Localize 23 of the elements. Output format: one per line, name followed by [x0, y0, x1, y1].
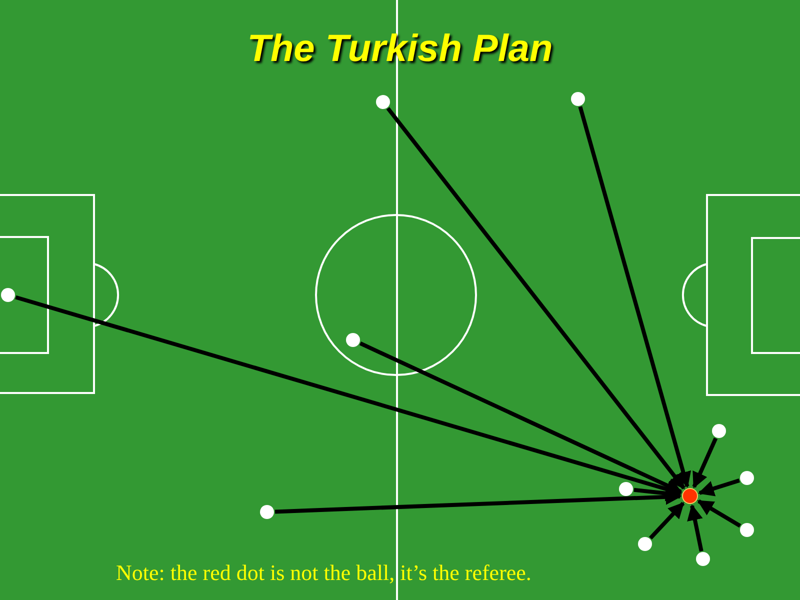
arrow: [697, 499, 742, 528]
player-dot: [1, 288, 15, 302]
referee-dot: [683, 489, 697, 503]
player-dot: [638, 537, 652, 551]
player-dot: [260, 505, 274, 519]
arrow: [692, 438, 718, 488]
arrow: [649, 502, 685, 540]
arrow: [578, 106, 692, 488]
player-dot: [619, 482, 633, 496]
arrow: [634, 485, 682, 502]
player-dot: [696, 552, 710, 566]
arrow: [386, 107, 686, 490]
arrow: [359, 342, 682, 494]
player-dot: [740, 471, 754, 485]
player-dot: [740, 523, 754, 537]
caption-note: Note: the red dot is not the ball, it’s the referee.: [116, 560, 532, 586]
player-dot: [376, 95, 390, 109]
arrow: [698, 478, 740, 496]
player-dot: [346, 333, 360, 347]
player-dot: [712, 424, 726, 438]
arrow: [15, 295, 682, 497]
arrow: [687, 504, 704, 552]
player-dot: [571, 92, 585, 106]
